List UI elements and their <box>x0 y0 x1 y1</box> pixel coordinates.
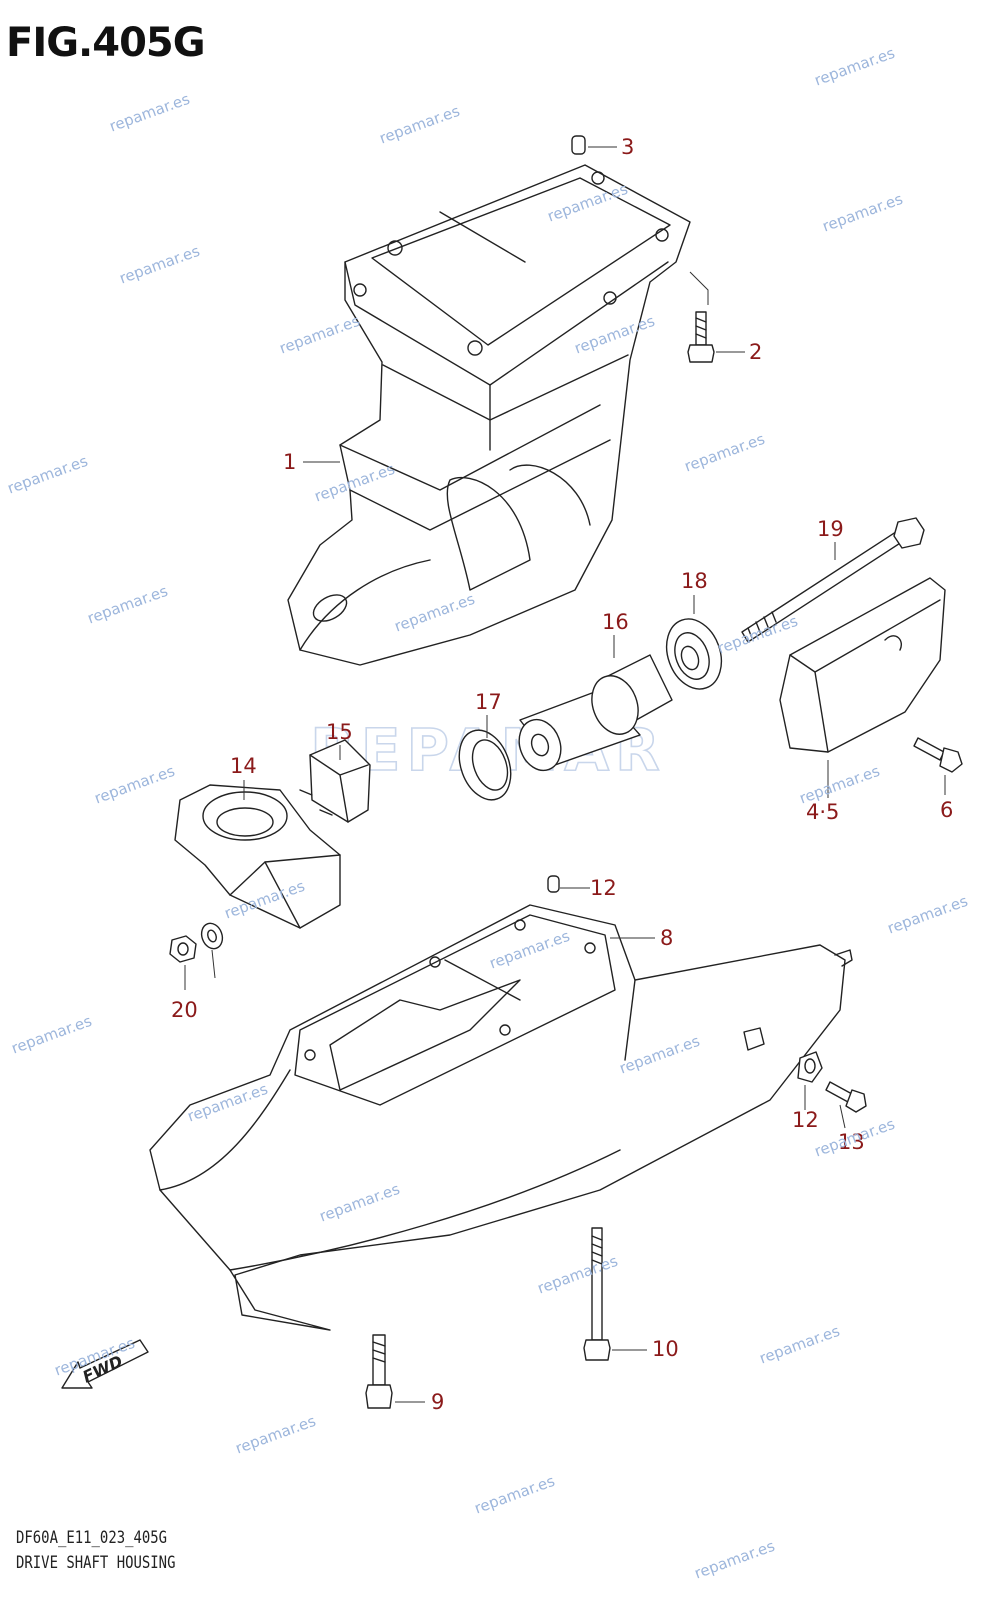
callout-9: 10 <box>652 1337 679 1361</box>
part-8-bolt <box>365 1334 393 1409</box>
part-20-washer <box>200 922 224 950</box>
callout-3: 3 <box>621 135 635 159</box>
figure-title: FIG.405G <box>6 20 206 66</box>
figure-name: DRIVE SHAFT HOUSING <box>16 1553 176 1573</box>
leader-lines <box>184 146 946 1403</box>
callout-15: 16 <box>602 610 629 634</box>
figure-code: DF60A_E11_023_405G <box>16 1528 168 1548</box>
part-17-grommet <box>665 618 723 690</box>
part-3-dowel-pin <box>571 135 586 155</box>
part-15-mount-rubber <box>518 654 673 772</box>
part-7-lower-housing <box>149 904 853 1331</box>
callout-2: 2 <box>749 340 763 364</box>
part-1-upper-housing <box>287 164 691 666</box>
part-6-bolt <box>913 737 963 773</box>
part-14-bracket <box>299 739 371 823</box>
part-11-pin <box>743 1027 765 1051</box>
callout-8: 9 <box>431 1390 445 1414</box>
part-4-5-cover <box>779 577 946 753</box>
part-11-bushing <box>797 1051 823 1083</box>
callout-13: 14 <box>230 754 257 778</box>
part-13-lower-mount <box>174 784 341 929</box>
part-9-long-bolt <box>583 1227 611 1361</box>
part-19-nut <box>169 935 197 963</box>
callout-11: 12 <box>792 1108 819 1132</box>
callout-6: 6 <box>940 798 954 822</box>
callout-10: 12 <box>590 876 617 900</box>
part-10-dowel-pin <box>547 875 560 893</box>
callout-14: 15 <box>326 720 353 744</box>
part-12-bolt <box>825 1081 867 1113</box>
part-16-seal-ring <box>458 729 512 801</box>
callout-4-5: 4·5 <box>806 800 840 824</box>
callout-19: 20 <box>171 998 198 1022</box>
callout-17: 18 <box>681 569 708 593</box>
callout-12: 13 <box>838 1130 865 1154</box>
callout-18: 19 <box>817 517 844 541</box>
callout-7: 8 <box>660 926 674 950</box>
part-2-bolt <box>687 311 715 363</box>
part-18-long-bolt <box>741 517 925 643</box>
callout-1: 1 <box>283 450 297 474</box>
callout-16: 17 <box>475 690 502 714</box>
